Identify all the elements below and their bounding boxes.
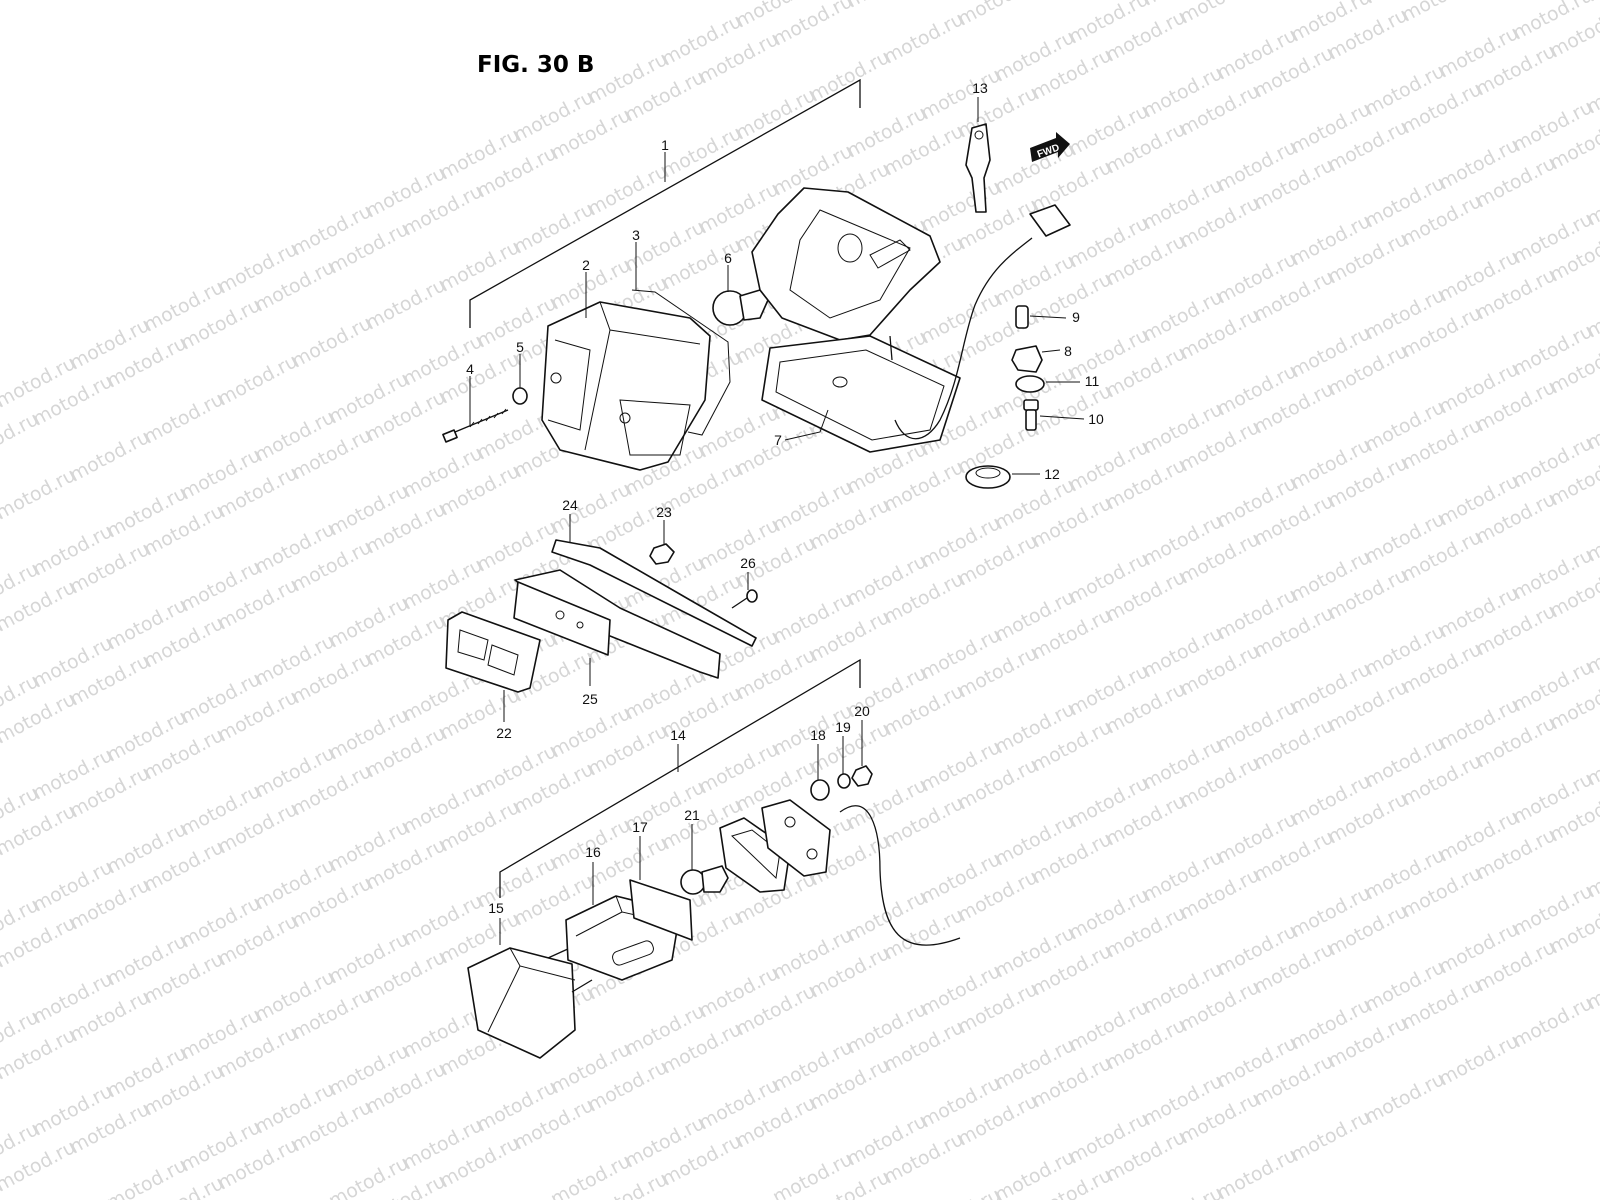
tail-lamp-lens	[541, 301, 711, 471]
nut-8	[1011, 345, 1043, 373]
figure-title: FIG. 30 B	[477, 52, 594, 78]
callout-7: 7	[774, 432, 782, 448]
leader-lines	[469, 97, 1085, 945]
callout-23: 23	[656, 504, 672, 520]
nut-20	[851, 765, 873, 787]
watermark-text: motod.ru	[1361, 1068, 1448, 1128]
callout-22: 22	[496, 725, 512, 741]
clamp-13	[965, 123, 991, 213]
screw-4	[442, 408, 509, 443]
grommet-18	[810, 779, 830, 801]
callout-1: 1	[661, 137, 669, 153]
watermark-text: motod.ru	[66, 426, 153, 486]
watermark-text: motod.ru	[1435, 1030, 1522, 1090]
watermark-text: motod.ru	[1287, 1106, 1374, 1166]
nut-23	[649, 543, 675, 565]
lamp-housing	[751, 187, 961, 453]
lens-gasket	[631, 289, 731, 436]
callout-6: 6	[724, 250, 732, 266]
bolt-10	[1023, 399, 1039, 431]
callout-19: 19	[835, 719, 851, 735]
watermark-text: motod.ru	[1398, 0, 1485, 26]
license-lens-22	[445, 611, 541, 693]
callout-15: 15	[488, 900, 504, 916]
watermark-text: motod.ru	[510, 198, 597, 258]
group-14-bracket	[499, 658, 861, 898]
washer-5	[512, 387, 528, 405]
watermark-text: motod.ru	[954, 0, 1041, 30]
screw-15b	[571, 979, 593, 993]
watermark-text: motod.ru	[843, 0, 930, 12]
callout-2: 2	[582, 257, 590, 273]
callout-10: 10	[1088, 411, 1104, 427]
watermark-text: motod.ru	[1509, 992, 1596, 1052]
watermark-text: motod.ru	[140, 388, 227, 448]
callout-20: 20	[854, 703, 870, 719]
watermark-text: motod.ru	[1583, 0, 1600, 6]
watermark-text: motod.ru	[0, 464, 79, 524]
socket-wire	[839, 805, 961, 946]
washer-19	[837, 773, 851, 789]
watermark-text: motod.ru	[436, 236, 523, 296]
callout-13: 13	[972, 80, 988, 96]
washer-11	[1015, 375, 1045, 393]
callout-21: 21	[684, 807, 700, 823]
watermark-text: motod.ru	[806, 46, 893, 106]
watermark-text: motod.ru	[1176, 0, 1263, 28]
callout-12: 12	[1044, 466, 1060, 482]
lens-15	[467, 947, 576, 1059]
callout-11: 11	[1085, 373, 1100, 389]
wire-coupler	[1029, 204, 1071, 237]
callout-25: 25	[582, 691, 598, 707]
lamp-socket	[719, 799, 831, 893]
gasket-17	[629, 879, 693, 941]
callout-5: 5	[516, 339, 524, 355]
callout-labels: 1 2 3 4 5 6 7 8 9 10 11 12 13 14 15 16 1…	[466, 80, 1104, 916]
callout-18: 18	[810, 727, 826, 743]
bulb-6	[712, 289, 769, 326]
watermark-text: motod.ru	[732, 84, 819, 144]
grommet-12	[965, 465, 1011, 489]
spacer-9	[1015, 305, 1029, 329]
callout-24: 24	[562, 497, 578, 513]
group-1-bracket	[469, 78, 861, 328]
callout-16: 16	[585, 844, 601, 860]
screw-26	[731, 589, 758, 609]
screw-15a	[547, 947, 571, 959]
watermark-text: motod.ru	[1213, 1144, 1300, 1200]
callout-26: 26	[740, 555, 756, 571]
callout-8: 8	[1064, 343, 1072, 359]
watermark-text: motod.ru	[288, 312, 375, 372]
callout-17: 17	[632, 819, 648, 835]
lamp-wire	[894, 237, 1033, 440]
callout-3: 3	[632, 227, 640, 243]
bulb-21	[680, 865, 729, 895]
watermark-text: motod.ru	[362, 274, 449, 334]
watermark-text: motod.ru	[214, 350, 301, 410]
callout-4: 4	[466, 361, 474, 377]
callout-9: 9	[1072, 309, 1080, 325]
callout-14: 14	[670, 727, 686, 743]
license-bracket	[513, 539, 757, 679]
watermark-text: motod.ru	[880, 8, 967, 68]
